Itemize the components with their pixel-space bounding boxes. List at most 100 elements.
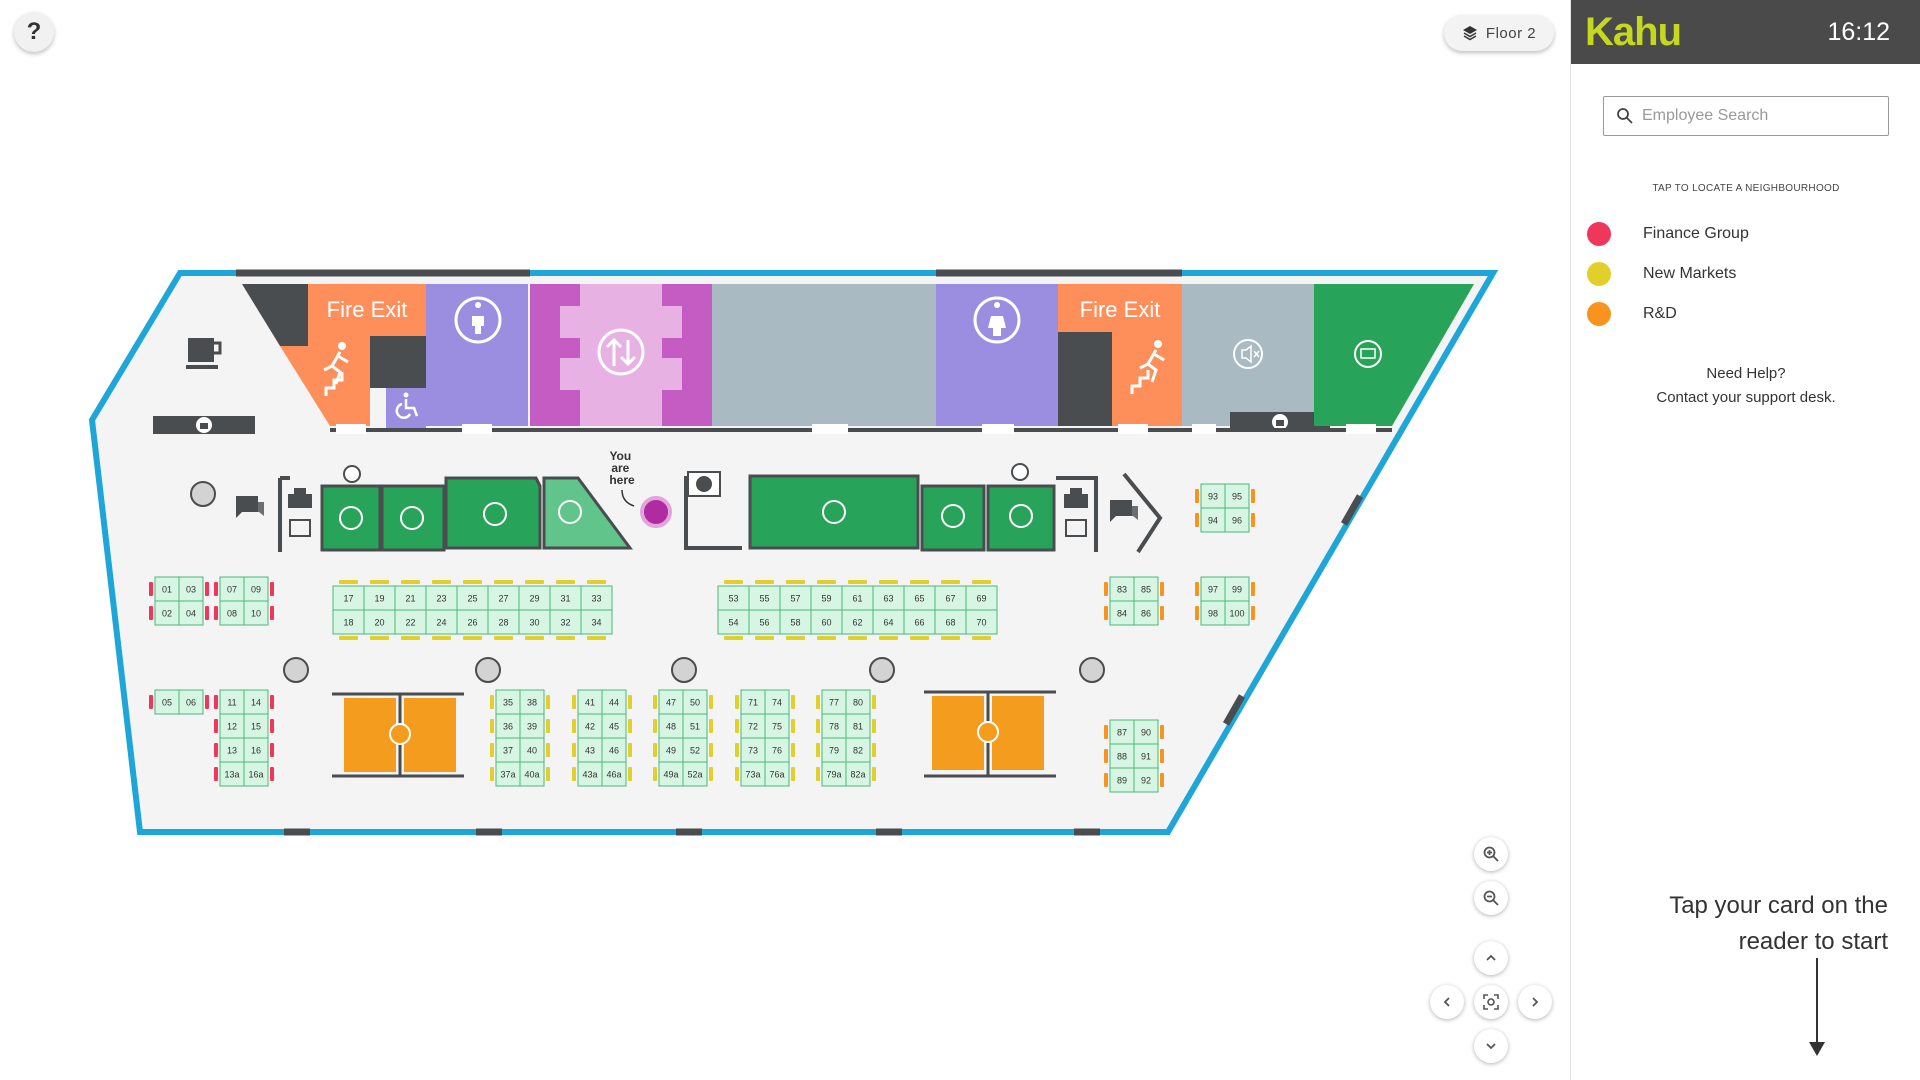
desk[interactable]: [332, 585, 365, 611]
desk[interactable]: [363, 585, 396, 611]
desk[interactable]: [764, 737, 790, 763]
desk[interactable]: [845, 737, 871, 763]
desk[interactable]: [1133, 743, 1159, 769]
desk[interactable]: [154, 689, 180, 715]
desk[interactable]: [841, 585, 874, 611]
fire-exit-right[interactable]: [1058, 284, 1182, 332]
desk[interactable]: [154, 576, 180, 602]
desk[interactable]: [1109, 719, 1135, 745]
desk[interactable]: [1109, 767, 1135, 793]
meeting-room-top-right[interactable]: [1314, 284, 1474, 426]
zoom-in-button[interactable]: [1474, 837, 1508, 871]
quiet-pods[interactable]: [332, 690, 1056, 778]
desk[interactable]: [601, 761, 627, 787]
desk[interactable]: [845, 761, 871, 787]
desk[interactable]: [740, 689, 766, 715]
desk[interactable]: [425, 609, 458, 635]
desk[interactable]: [1133, 767, 1159, 793]
desk[interactable]: [243, 600, 269, 626]
desk[interactable]: [821, 689, 847, 715]
desk[interactable]: [425, 585, 458, 611]
desk[interactable]: [394, 585, 427, 611]
neighbourhood-rnd[interactable]: R&D: [1587, 294, 1749, 334]
desk[interactable]: [821, 713, 847, 739]
desk[interactable]: [821, 737, 847, 763]
desk[interactable]: [748, 585, 781, 611]
pan-left-button[interactable]: [1430, 985, 1464, 1019]
desk[interactable]: [601, 689, 627, 715]
desk[interactable]: [1133, 600, 1159, 626]
pan-down-button[interactable]: [1474, 1029, 1508, 1063]
desk[interactable]: [764, 761, 790, 787]
desk[interactable]: [1200, 600, 1226, 626]
desk[interactable]: [487, 609, 520, 635]
desk[interactable]: [577, 713, 603, 739]
desk[interactable]: [779, 609, 812, 635]
desk[interactable]: [764, 689, 790, 715]
desk[interactable]: [717, 609, 750, 635]
pan-up-button[interactable]: [1474, 941, 1508, 975]
desk[interactable]: [658, 737, 684, 763]
desk[interactable]: [872, 609, 905, 635]
desk[interactable]: [363, 609, 396, 635]
desk[interactable]: [518, 609, 551, 635]
desk[interactable]: [495, 689, 521, 715]
help-button[interactable]: ?: [14, 12, 54, 52]
desk[interactable]: [965, 609, 998, 635]
desk[interactable]: [934, 609, 967, 635]
search-input[interactable]: [1642, 107, 1872, 125]
fire-exit-left[interactable]: [280, 284, 426, 426]
desk[interactable]: [682, 689, 708, 715]
desk[interactable]: [456, 585, 489, 611]
pan-right-button[interactable]: [1518, 985, 1552, 1019]
desk[interactable]: [1133, 576, 1159, 602]
desk[interactable]: [577, 761, 603, 787]
desk[interactable]: [740, 761, 766, 787]
desk[interactable]: [243, 576, 269, 602]
desk[interactable]: [495, 761, 521, 787]
desk[interactable]: [682, 761, 708, 787]
desk[interactable]: [577, 689, 603, 715]
floor-plan[interactable]: Fire Exit: [0, 0, 1570, 1080]
desk[interactable]: [178, 689, 204, 715]
desk[interactable]: [519, 689, 545, 715]
desk[interactable]: [519, 761, 545, 787]
desk[interactable]: [764, 713, 790, 739]
desk[interactable]: [487, 585, 520, 611]
desk[interactable]: [601, 737, 627, 763]
desk[interactable]: [872, 585, 905, 611]
desk[interactable]: [1200, 507, 1226, 533]
desk[interactable]: [845, 689, 871, 715]
desk[interactable]: [1224, 507, 1250, 533]
floor-map-area[interactable]: Fire Exit: [0, 0, 1570, 1080]
desk[interactable]: [682, 713, 708, 739]
meeting-rooms-middle[interactable]: [278, 472, 1163, 554]
desk[interactable]: [219, 761, 245, 787]
desk[interactable]: [1200, 576, 1226, 602]
desk[interactable]: [394, 609, 427, 635]
desk[interactable]: [580, 609, 613, 635]
desk[interactable]: [1224, 600, 1250, 626]
desk[interactable]: [682, 737, 708, 763]
desk[interactable]: [903, 609, 936, 635]
recenter-button[interactable]: [1474, 985, 1508, 1019]
desk[interactable]: [495, 713, 521, 739]
desk[interactable]: [841, 609, 874, 635]
desk[interactable]: [845, 713, 871, 739]
quiet-grey-room[interactable]: [1182, 284, 1314, 426]
desk[interactable]: [965, 585, 998, 611]
desk[interactable]: [601, 713, 627, 739]
desk[interactable]: [1109, 600, 1135, 626]
desk[interactable]: [519, 737, 545, 763]
desk[interactable]: [219, 600, 245, 626]
desk[interactable]: [519, 713, 545, 739]
desk[interactable]: [243, 761, 269, 787]
neighbourhood-new-markets[interactable]: New Markets: [1587, 254, 1749, 294]
zoom-out-button[interactable]: [1474, 881, 1508, 915]
employee-search[interactable]: [1603, 96, 1889, 136]
desk[interactable]: [577, 737, 603, 763]
desk[interactable]: [178, 600, 204, 626]
desk[interactable]: [332, 609, 365, 635]
floor-selector-button[interactable]: Floor 2: [1444, 15, 1554, 51]
